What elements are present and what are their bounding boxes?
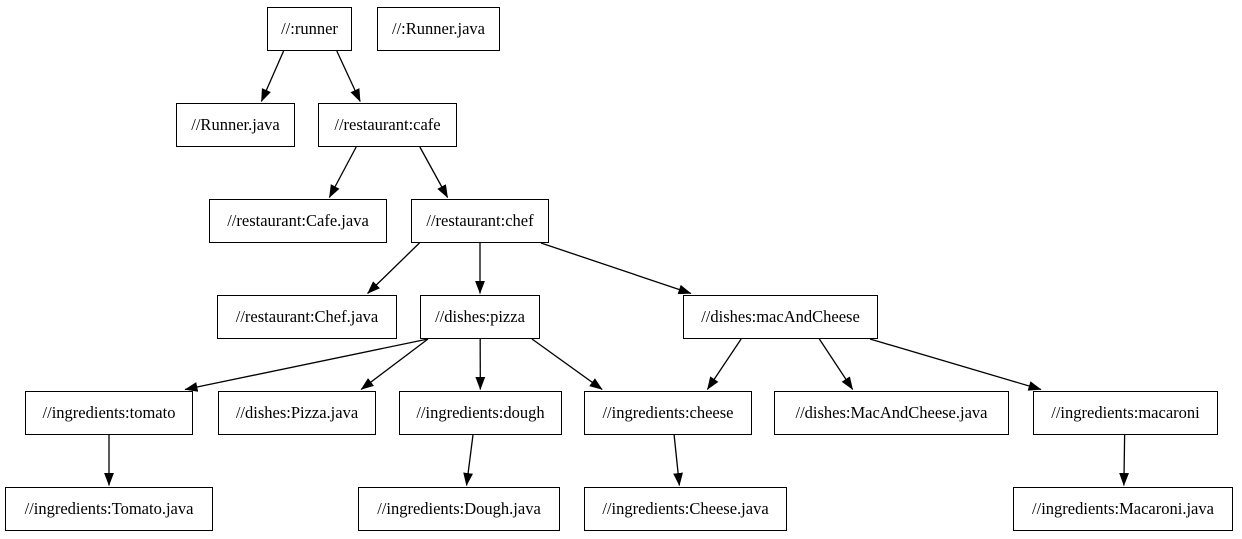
edge-cafe-to-chef [419,146,449,198]
graph-node-cafe_java: //restaurant:Cafe.java [209,199,387,243]
graph-node-chef: //restaurant:chef [411,199,549,243]
graph-node-macaroni: //ingredients:macaroni [1033,391,1218,435]
graph-node-dough: //ingredients:dough [399,391,562,435]
graph-node-macandcheese_java: //dishes:MacAndCheese.java [774,391,1009,435]
graph-node-cheese: //ingredients:cheese [584,391,752,435]
edge-cheese-to-cheese_java [673,434,683,486]
edge-macandcheese-to-cheese [706,338,742,390]
graph-node-runner: //:runner [267,7,352,51]
edge-chef-to-chef_java [367,242,420,294]
graph-node-dough_java: //ingredients:Dough.java [358,487,560,531]
edge-macandcheese-to-macaroni [869,338,1042,391]
edge-macaroni-to-macaroni_java [1119,434,1129,486]
graph-node-pizza_java: //dishes:Pizza.java [218,391,376,435]
edge-pizza-to-pizza_java [360,338,429,391]
graph-node-runner_java: //Runner.java [176,103,295,147]
graph-node-runner_java_src: //:Runner.java [377,7,500,51]
graph-node-pizza: //dishes:pizza [420,295,540,339]
edge-pizza-to-tomato [184,338,429,392]
edge-macandcheese-to-macandcheese_java [818,338,854,390]
edge-runner-to-cafe [336,50,361,102]
edge-pizza-to-cheese [531,338,603,391]
edge-runner-to-runner_java [260,50,285,102]
edge-chef-to-macandcheese [540,242,692,295]
edge-dough-to-dough_java [463,434,474,486]
graph-node-tomato: //ingredients:tomato [25,391,193,435]
edge-cafe-to-cafe_java [328,146,357,198]
graph-node-macandcheese: //dishes:macAndCheese [683,295,878,339]
graph-node-chef_java: //restaurant:Chef.java [217,295,397,339]
graph-node-tomato_java: //ingredients:Tomato.java [5,487,213,531]
graph-node-macaroni_java: //ingredients:Macaroni.java [1013,487,1233,531]
graph-node-cafe: //restaurant:cafe [318,103,457,147]
edge-group [104,50,1129,486]
graph-node-cheese_java: //ingredients:Cheese.java [584,487,787,531]
